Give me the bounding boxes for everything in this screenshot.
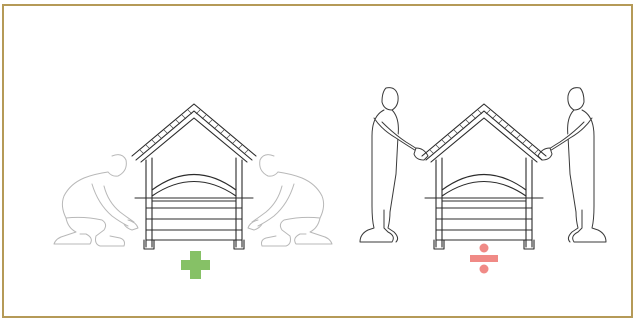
divide-icon	[470, 244, 498, 274]
plus-icon	[181, 251, 210, 279]
standing-person-right	[538, 88, 606, 242]
standing-person-left	[360, 88, 428, 242]
lifting-illustration	[4, 6, 635, 320]
crouching-person-right	[248, 155, 332, 246]
incorrect-lift-scene	[360, 88, 606, 274]
crouching-person-left	[54, 155, 138, 246]
correct-lift-scene	[54, 104, 332, 279]
playhouse-right	[422, 104, 546, 249]
illustration-frame	[2, 4, 633, 318]
playhouse-left	[132, 104, 256, 249]
